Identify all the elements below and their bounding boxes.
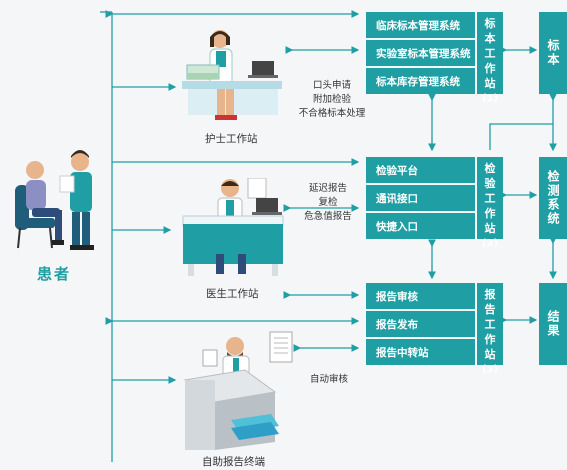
system-detection[interactable]: 检测系统 xyxy=(539,157,567,239)
row-comm-interface[interactable]: 通讯接口 xyxy=(366,185,475,211)
label-char: 站 xyxy=(484,348,496,361)
doctor-station-caption: 医生工作站 xyxy=(206,288,259,300)
note-line: 不合格标本处理 xyxy=(298,108,366,119)
label-char: 工 xyxy=(484,47,496,60)
doctor-illustration xyxy=(178,177,288,278)
nurse-station-caption: 护士工作站 xyxy=(205,133,258,145)
label-char: 检 xyxy=(484,162,496,175)
doctor-station-note: 延迟报告 复检 危急值报告 xyxy=(296,182,360,224)
row-report-review[interactable]: 报告审核 xyxy=(366,283,475,309)
label-char: 站 xyxy=(484,222,496,235)
label-char: 作 xyxy=(484,62,496,75)
row-report-publish[interactable]: 报告发布 xyxy=(366,311,475,337)
kiosk-illustration xyxy=(175,330,295,452)
system-sample[interactable]: 标本 xyxy=(539,12,567,94)
label-char: 工 xyxy=(484,318,496,331)
patient-label: 患者 xyxy=(37,265,72,283)
label-char: 验 xyxy=(484,177,496,190)
label-char: 站 xyxy=(484,77,496,90)
kiosk-caption: 自助报告终端 xyxy=(202,456,265,468)
note-line: 危急值报告 xyxy=(304,211,352,222)
row-report-relay[interactable]: 报告中转站 xyxy=(366,339,475,365)
row-quick-entry[interactable]: 快捷入口 xyxy=(366,213,475,239)
kiosk-note: 自动审核 xyxy=(305,373,353,387)
note-line: 延迟报告 xyxy=(308,183,347,194)
label-char: (3) xyxy=(481,364,499,375)
report-station-label[interactable]: 报 告 工 作 站 (3) xyxy=(477,283,503,375)
nurse-illustration xyxy=(182,25,292,125)
label-char: 作 xyxy=(484,333,496,346)
row-lab-sample[interactable]: 实验室标本管理系统 xyxy=(366,40,475,66)
note-line: 附加检验 xyxy=(312,94,351,105)
nurse-station-note: 口头申请 附加检验 不合格标本处理 xyxy=(292,79,372,121)
row-sample-inventory[interactable]: 标本库存管理系统 xyxy=(366,68,475,94)
label-char: (1) xyxy=(481,93,499,104)
label-char: 报 xyxy=(484,288,496,301)
sample-station-label[interactable]: 标 本 工 作 站 (1) xyxy=(477,12,503,104)
test-station-label[interactable]: 检 验 工 作 站 (2) xyxy=(477,157,503,249)
label-char: 告 xyxy=(484,303,496,316)
note-line: 复检 xyxy=(318,197,338,208)
row-test-platform[interactable]: 检验平台 xyxy=(366,157,475,183)
label-char: 标 xyxy=(484,17,496,30)
label-char: 作 xyxy=(484,207,496,220)
note-line: 自动审核 xyxy=(309,374,348,385)
row-clinical-sample[interactable]: 临床标本管理系统 xyxy=(366,12,475,38)
label-char: 工 xyxy=(484,192,496,205)
system-result[interactable]: 结果 xyxy=(539,283,567,365)
note-line: 口头申请 xyxy=(312,80,351,91)
patient-illustration xyxy=(10,140,105,255)
label-char: (2) xyxy=(481,238,499,249)
label-char: 本 xyxy=(484,32,496,45)
